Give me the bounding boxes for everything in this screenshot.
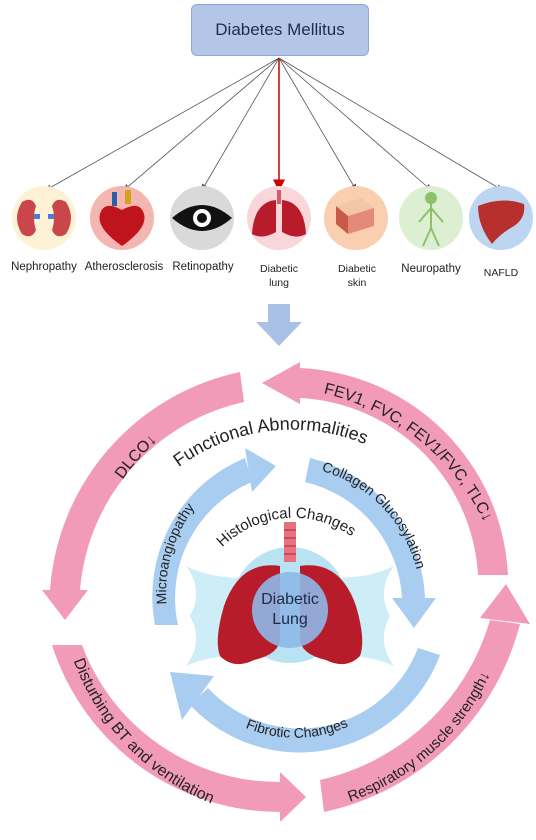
inner-arrow-bottom [190,648,440,753]
inner-ring [152,448,440,753]
eye-icon [172,205,232,231]
label-pulmonary-function: FEV1, FVC, FEV1/FVC, TLC↓ [322,381,495,525]
label-retinopathy: Retinopathy [172,261,234,273]
atherosclerosis-circle [90,186,154,250]
center-label-line2: Lung [272,611,308,628]
kidney-icon [17,199,71,237]
heart-icon [99,190,145,246]
center-lungs [186,522,394,666]
retinopathy-circle [170,186,234,250]
svg-text:FEV1, FVC, FEV1/FVC, TLC↓: FEV1, FVC, FEV1/FVC, TLC↓ [322,381,495,525]
nephropathy-circle [12,186,76,250]
lungs-icon [252,190,306,237]
label-nephropathy: Nephropathy [11,261,77,273]
skin-icon [336,198,374,234]
down-arrow [256,304,302,346]
diabetes-mellitus-box: Diabetes Mellitus [191,4,369,56]
label-atherosclerosis: Atherosclerosis [84,261,164,273]
nervous-system-icon [418,192,444,247]
inner-arrow-right [305,458,425,598]
diabetic-lung-circle [247,186,311,250]
outer-arrow-top-right [300,368,508,575]
outer-arrow-bottom-right [320,620,520,812]
label-nafld: NAFLD [483,267,519,279]
diabetic-skin-circle [324,186,388,250]
label-neuropathy: Neuropathy [401,263,461,275]
outer-ring [42,362,530,822]
center-label-line1: Diabetic [261,591,319,608]
outer-arrow-top-left [50,372,244,590]
trachea [284,522,296,562]
complication-icons [12,186,533,250]
title-text: Diabetes Mellitus [215,20,345,39]
outer-arrow-bottom-left [52,645,285,813]
label-functional: Functional Abnormalities [169,414,371,471]
connector-lines [45,57,503,192]
svg-text:Functional Abnormalities: Functional Abnormalities [169,414,371,471]
nafld-circle [469,186,533,250]
inner-arrow-left [152,458,252,625]
neuropathy-circle [399,186,463,250]
liver-icon [478,200,525,244]
